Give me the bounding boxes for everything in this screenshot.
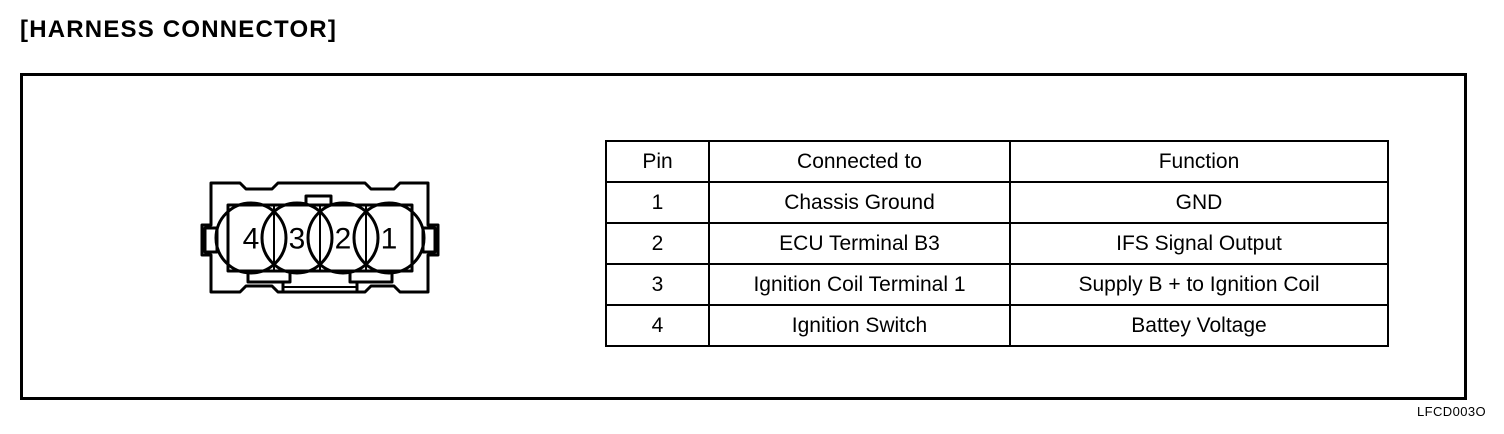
pin-cavity-3 bbox=[260, 201, 334, 275]
bottom-right-tab bbox=[348, 269, 394, 284]
cell-connected-to: Ignition Coil Terminal 1 bbox=[708, 263, 1011, 306]
top-keying-tab bbox=[304, 194, 333, 207]
cell-function: Battey Voltage bbox=[1009, 304, 1389, 347]
cell-function: Supply B + to Ignition Coil bbox=[1009, 263, 1389, 306]
column-header-connected-to: Connected to bbox=[708, 140, 1011, 183]
connector-housing-outline bbox=[200, 181, 440, 294]
cell-pin: 1 bbox=[605, 181, 710, 224]
cell-function: GND bbox=[1009, 181, 1389, 224]
table-header-row: Pin Connected to Function bbox=[605, 140, 1389, 183]
pin-number-4: 4 bbox=[243, 223, 260, 256]
cell-function: IFS Signal Output bbox=[1009, 222, 1389, 265]
page-title: [HARNESS CONNECTOR] bbox=[20, 16, 338, 43]
cell-pin: 2 bbox=[605, 222, 710, 265]
pin-cavity-4 bbox=[214, 201, 288, 275]
table-row: 2 ECU Terminal B3 IFS Signal Output bbox=[605, 222, 1389, 265]
pin-number-1: 1 bbox=[381, 223, 398, 256]
table-row: 4 Ignition Switch Battey Voltage bbox=[605, 304, 1389, 347]
harness-connector-illustration: 4 3 2 1 bbox=[180, 165, 470, 315]
pin-number-2: 2 bbox=[335, 223, 352, 256]
cell-connected-to: ECU Terminal B3 bbox=[708, 222, 1011, 265]
column-header-pin: Pin bbox=[605, 140, 710, 183]
pin-number-3: 3 bbox=[289, 223, 306, 256]
table-row: 1 Chassis Ground GND bbox=[605, 181, 1389, 224]
cell-connected-to: Chassis Ground bbox=[708, 181, 1011, 224]
column-header-function: Function bbox=[1009, 140, 1389, 183]
pin-cavity-2 bbox=[306, 201, 380, 275]
figure-reference-code: LFCD003O bbox=[1417, 404, 1486, 419]
table-row: 3 Ignition Coil Terminal 1 Supply B + to… bbox=[605, 263, 1389, 306]
cell-pin: 4 bbox=[605, 304, 710, 347]
cell-connected-to: Ignition Switch bbox=[708, 304, 1011, 347]
pin-cavity-1 bbox=[352, 201, 426, 275]
connector-diagram-svg: 4 3 2 1 bbox=[200, 181, 440, 294]
pinout-table: Pin Connected to Function 1 Chassis Grou… bbox=[605, 140, 1389, 347]
cell-pin: 3 bbox=[605, 263, 710, 306]
bottom-left-tab bbox=[246, 269, 292, 284]
